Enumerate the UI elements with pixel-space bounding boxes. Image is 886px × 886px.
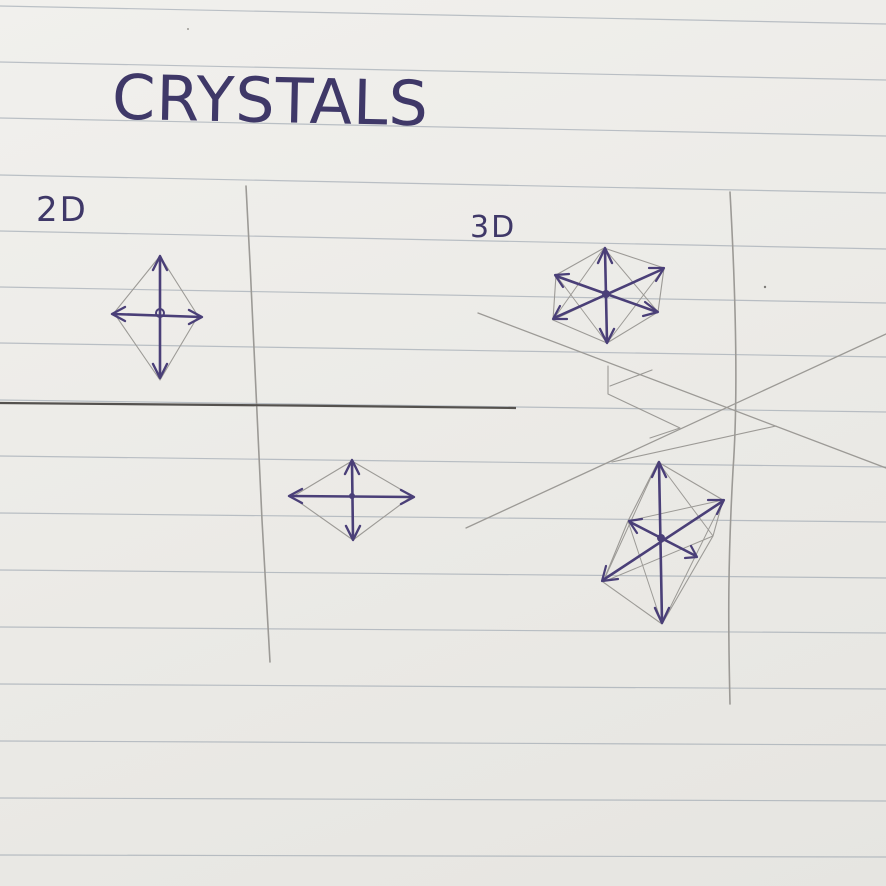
perspective-lines bbox=[465, 312, 886, 529]
pencil-specks bbox=[187, 28, 767, 289]
crystal-3d-hexagon bbox=[551, 246, 666, 345]
pencil-dividers bbox=[0, 185, 737, 705]
crystal-2d-cross bbox=[287, 458, 416, 542]
crystal-3d-perspective bbox=[600, 460, 726, 625]
crystal-2d-diamond bbox=[110, 254, 204, 381]
ruled-lines bbox=[0, 5, 886, 858]
label-2d: 2D bbox=[36, 190, 88, 230]
page-title: CRYSTALS bbox=[111, 60, 430, 141]
label-3d: 3D bbox=[470, 210, 517, 245]
